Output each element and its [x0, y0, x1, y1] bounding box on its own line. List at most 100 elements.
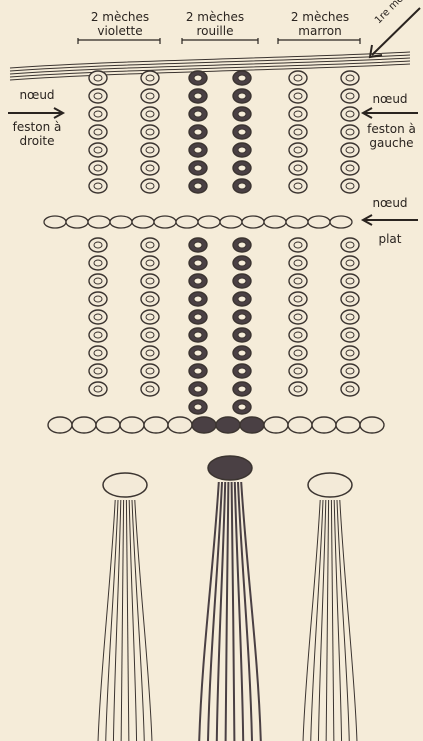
flat-knot-loop	[242, 216, 264, 228]
bottom-knot-loop	[96, 417, 120, 433]
knot-hole	[238, 75, 246, 81]
knot-hole	[94, 314, 102, 320]
knot-hole	[294, 350, 302, 356]
flat-knot-loop	[110, 216, 132, 228]
flat-knot-loop	[264, 216, 286, 228]
fringe-strand	[326, 500, 328, 741]
knot-hole	[194, 278, 202, 284]
knot-hole	[294, 386, 302, 392]
knot-hole	[194, 111, 202, 117]
fringe-strand	[106, 500, 118, 741]
knot-hole	[346, 350, 354, 356]
knot-hole	[146, 75, 154, 81]
flat-knot-loop	[198, 216, 220, 228]
flat-knot-loop	[330, 216, 352, 228]
flat-knot-loop	[308, 216, 330, 228]
bottom-knot-loop	[240, 417, 264, 433]
knot-hole	[238, 386, 246, 392]
knot-hole	[194, 147, 202, 153]
knot-hole	[294, 260, 302, 266]
knot-hole	[238, 332, 246, 338]
knot-hole	[146, 165, 154, 171]
knot-hole	[194, 75, 202, 81]
knot-hole	[94, 129, 102, 135]
knot-hole	[346, 260, 354, 266]
bottom-knot-loop	[120, 417, 144, 433]
knot-hole	[194, 314, 202, 320]
knot-hole	[146, 350, 154, 356]
label-left-knot: nœud	[2, 88, 72, 102]
bottom-knot-loop	[168, 417, 192, 433]
knot-hole	[94, 93, 102, 99]
knot-hole	[146, 332, 154, 338]
knot-hole	[146, 368, 154, 374]
knot-hole	[294, 368, 302, 374]
knot-hole	[238, 93, 246, 99]
knot-hole	[194, 332, 202, 338]
knot-hole	[294, 242, 302, 248]
bottom-knot-loop	[144, 417, 168, 433]
flat-knot-loop	[44, 216, 66, 228]
knot-hole	[346, 111, 354, 117]
fringe-strand	[217, 482, 225, 741]
knot-hole	[238, 278, 246, 284]
knot-hole	[94, 350, 102, 356]
knot-hole	[346, 368, 354, 374]
knot-hole	[238, 165, 246, 171]
knot-hole	[294, 93, 302, 99]
arrow-left-icon	[8, 108, 63, 118]
knot-hole	[346, 278, 354, 284]
gathering-knot	[308, 473, 352, 497]
fringe-strand	[121, 500, 123, 741]
knot-hole	[94, 75, 102, 81]
knot-hole	[238, 183, 246, 189]
knot-hole	[238, 129, 246, 135]
flat-knot-loop	[66, 216, 88, 228]
arrow-right-icon	[363, 108, 418, 118]
knot-hole	[294, 147, 302, 153]
label-right-knot-1: nœud	[360, 92, 420, 106]
knot-hole	[346, 183, 354, 189]
knot-hole	[238, 260, 246, 266]
knot-hole	[238, 314, 246, 320]
flat-knot-loop	[176, 216, 198, 228]
knot-hole	[346, 165, 354, 171]
knot-hole	[346, 332, 354, 338]
label-right-plat: plat	[360, 232, 420, 246]
knot-hole	[146, 314, 154, 320]
knot-hole	[94, 183, 102, 189]
knot-hole	[238, 350, 246, 356]
flat-knot-loop	[286, 216, 308, 228]
knot-hole	[146, 111, 154, 117]
knot-hole	[194, 350, 202, 356]
knot-hole	[94, 260, 102, 266]
knot-hole	[346, 75, 354, 81]
group-bracket	[278, 38, 360, 44]
fringe-strand	[318, 500, 325, 741]
bottom-knot-loop	[216, 417, 240, 433]
knot-hole	[346, 386, 354, 392]
knot-hole	[94, 111, 102, 117]
knot-hole	[346, 296, 354, 302]
knot-hole	[238, 368, 246, 374]
bottom-knot-loop	[264, 417, 288, 433]
knot-hole	[238, 242, 246, 248]
fringe-strand	[232, 482, 235, 741]
knot-hole	[346, 129, 354, 135]
knot-hole	[294, 332, 302, 338]
flat-knot-loop	[220, 216, 242, 228]
knot-hole	[294, 183, 302, 189]
bottom-knot-loop	[336, 417, 360, 433]
knot-hole	[294, 129, 302, 135]
flat-knot-loop	[88, 216, 110, 228]
knot-hole	[194, 129, 202, 135]
knot-hole	[346, 93, 354, 99]
fringe-strand	[331, 500, 333, 741]
group-bracket	[182, 38, 258, 44]
knot-hole	[294, 278, 302, 284]
